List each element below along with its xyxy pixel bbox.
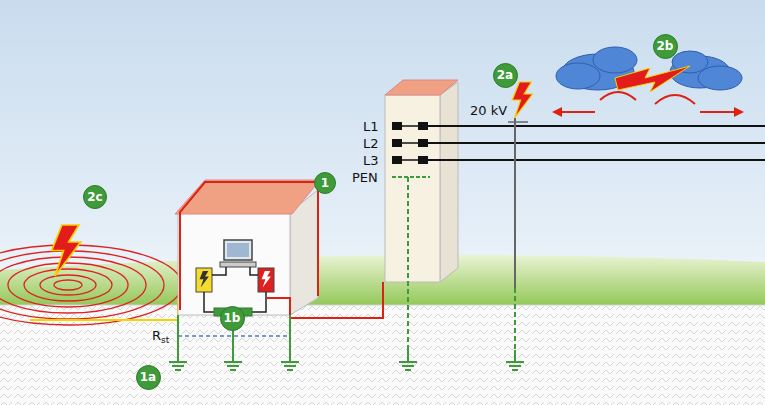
callout-number: 2b xyxy=(657,40,674,52)
callout-circle: 1b xyxy=(220,306,245,331)
voltage-label: 20 kV xyxy=(470,104,507,117)
line-name: L2 xyxy=(363,137,379,150)
callout-number: 1b xyxy=(224,312,241,324)
line-name: PEN xyxy=(352,171,378,184)
callout-number: 2a xyxy=(497,69,513,81)
callout-circle: 1 xyxy=(314,172,336,194)
callout-circle: 1a xyxy=(136,365,161,390)
callout-circle: 2c xyxy=(83,185,107,209)
callout-circle: 2b xyxy=(653,34,678,59)
callout-number: 1a xyxy=(140,371,156,383)
callout-circle: 2a xyxy=(493,63,518,88)
line-name: L3 xyxy=(363,154,379,167)
callout-number: 1 xyxy=(321,177,329,189)
resistance-label: st xyxy=(161,336,169,345)
line-name: L1 xyxy=(363,120,379,133)
resistance-label: R xyxy=(152,329,161,342)
callout-number: 2c xyxy=(87,191,102,203)
